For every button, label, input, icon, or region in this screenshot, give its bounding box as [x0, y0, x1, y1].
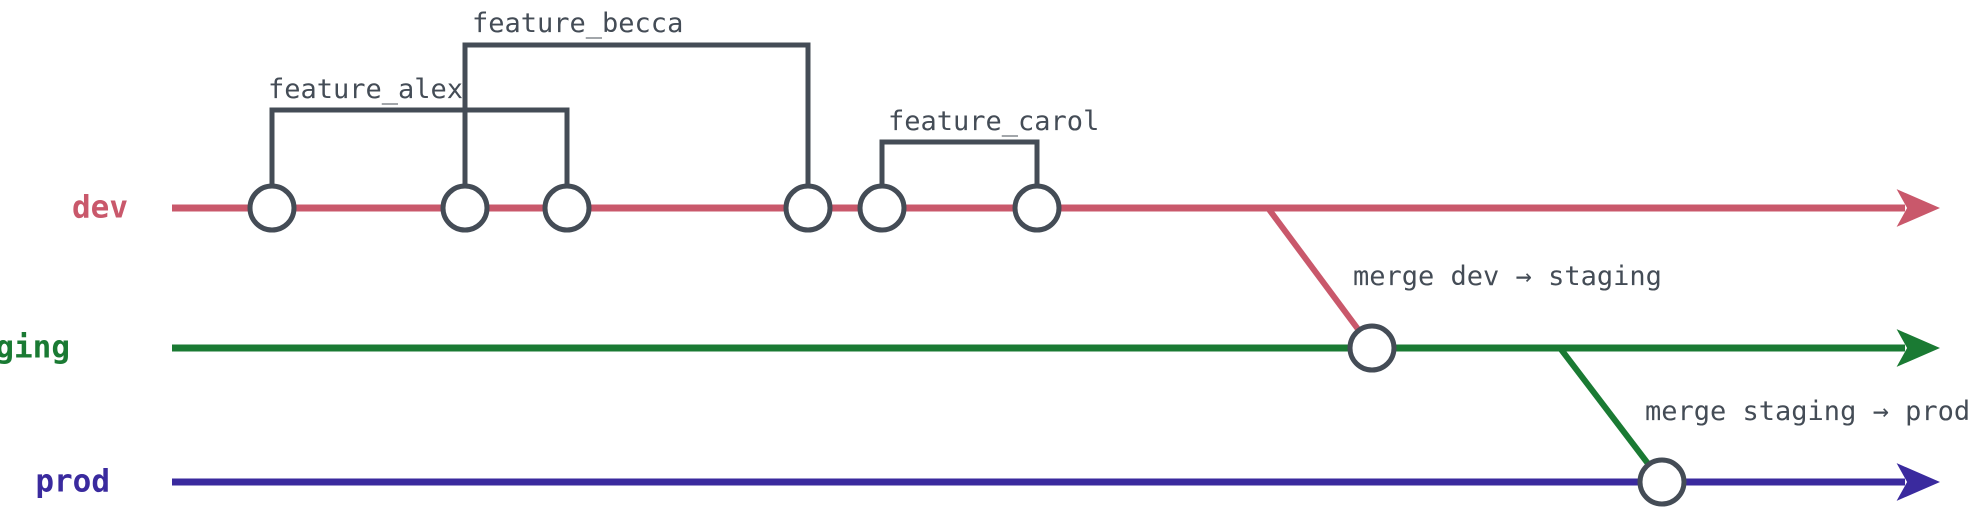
commit-node[interactable]: [247, 183, 297, 233]
merge-line-dev-to-staging[interactable]: [1265, 206, 1375, 350]
merge-line-staging-to-prod[interactable]: [1557, 346, 1665, 484]
branch-lines-group: [172, 189, 1940, 501]
branch-labels-group: dev staging prod: [0, 190, 128, 500]
branch-label-staging: staging: [0, 330, 70, 366]
branch-label-dev: dev: [72, 190, 128, 226]
feature-label-carol: feature_carol: [888, 106, 1099, 137]
commit-node[interactable]: [542, 183, 592, 233]
merge-label-staging-to-prod: merge staging → prod: [1645, 396, 1970, 427]
commit-node[interactable]: [857, 183, 907, 233]
feature-bracket-alex[interactable]: [269, 107, 570, 189]
feature-label-alex: feature_alex: [268, 74, 463, 105]
feature-label-becca: feature_becca: [472, 8, 683, 39]
feature-bracket-carol[interactable]: [879, 139, 1040, 189]
feature-labels-group: feature_alex feature_becca feature_carol: [268, 8, 1099, 137]
feature-brackets-group: [269, 42, 1040, 189]
commit-node-prod-merge[interactable]: [1637, 457, 1687, 507]
commit-node[interactable]: [783, 183, 833, 233]
commit-node-staging-merge[interactable]: [1347, 323, 1397, 373]
merge-label-dev-to-staging: merge dev → staging: [1353, 261, 1662, 292]
commit-node[interactable]: [440, 183, 490, 233]
feature-bracket-becca[interactable]: [462, 42, 811, 189]
merge-lines-group: [1265, 206, 1665, 484]
branch-label-prod: prod: [35, 464, 110, 500]
merge-labels-group: merge dev → staging merge staging → prod: [1353, 261, 1970, 427]
commit-nodes-group: [247, 183, 1687, 507]
commit-node[interactable]: [1012, 183, 1062, 233]
